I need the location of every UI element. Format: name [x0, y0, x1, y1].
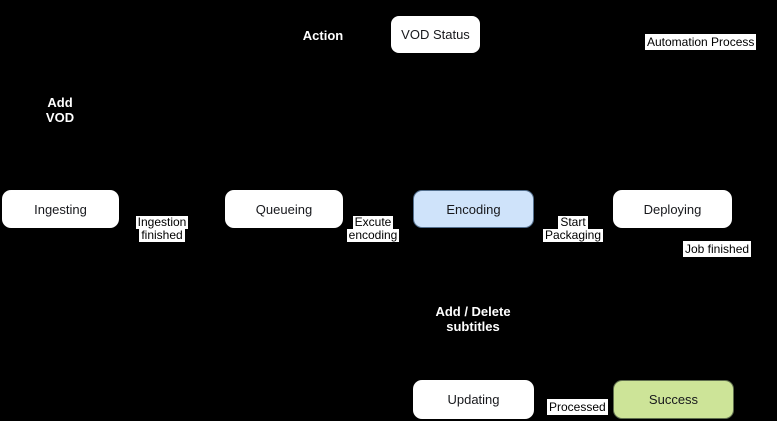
node-deploying-label: Deploying	[643, 201, 702, 217]
node-success: Success	[613, 380, 734, 419]
action-label: Action	[302, 28, 344, 43]
node-queueing: Queueing	[225, 190, 343, 228]
node-updating: Updating	[413, 380, 534, 419]
node-encoding-label: Encoding	[446, 201, 501, 217]
edge-label-ingestion-finished: Ingestion finished	[135, 215, 189, 242]
node-encoding: Encoding	[413, 190, 534, 228]
automation-process-label: Automation Process	[645, 34, 757, 50]
edge-label-processed: Processed	[547, 399, 608, 415]
node-queueing-label: Queueing	[255, 201, 313, 217]
edge-label-job-finished: Job finished	[683, 241, 752, 257]
node-updating-label: Updating	[447, 392, 500, 407]
edge-label-start-packaging: Start Packaging	[542, 215, 604, 242]
node-deploying: Deploying	[613, 190, 732, 228]
add-vod-annotation: Add VOD	[45, 95, 75, 125]
node-success-label: Success	[648, 392, 699, 407]
add-delete-subtitles-annotation: Add / Delete subtitles	[435, 304, 511, 334]
node-vod-status: VOD Status	[391, 16, 480, 53]
edge-label-excute-encoding: Excute encoding	[346, 215, 400, 242]
node-ingesting-label: Ingesting	[34, 201, 87, 217]
node-vod-status-label: VOD Status	[401, 27, 470, 42]
node-ingesting: Ingesting	[2, 190, 119, 228]
